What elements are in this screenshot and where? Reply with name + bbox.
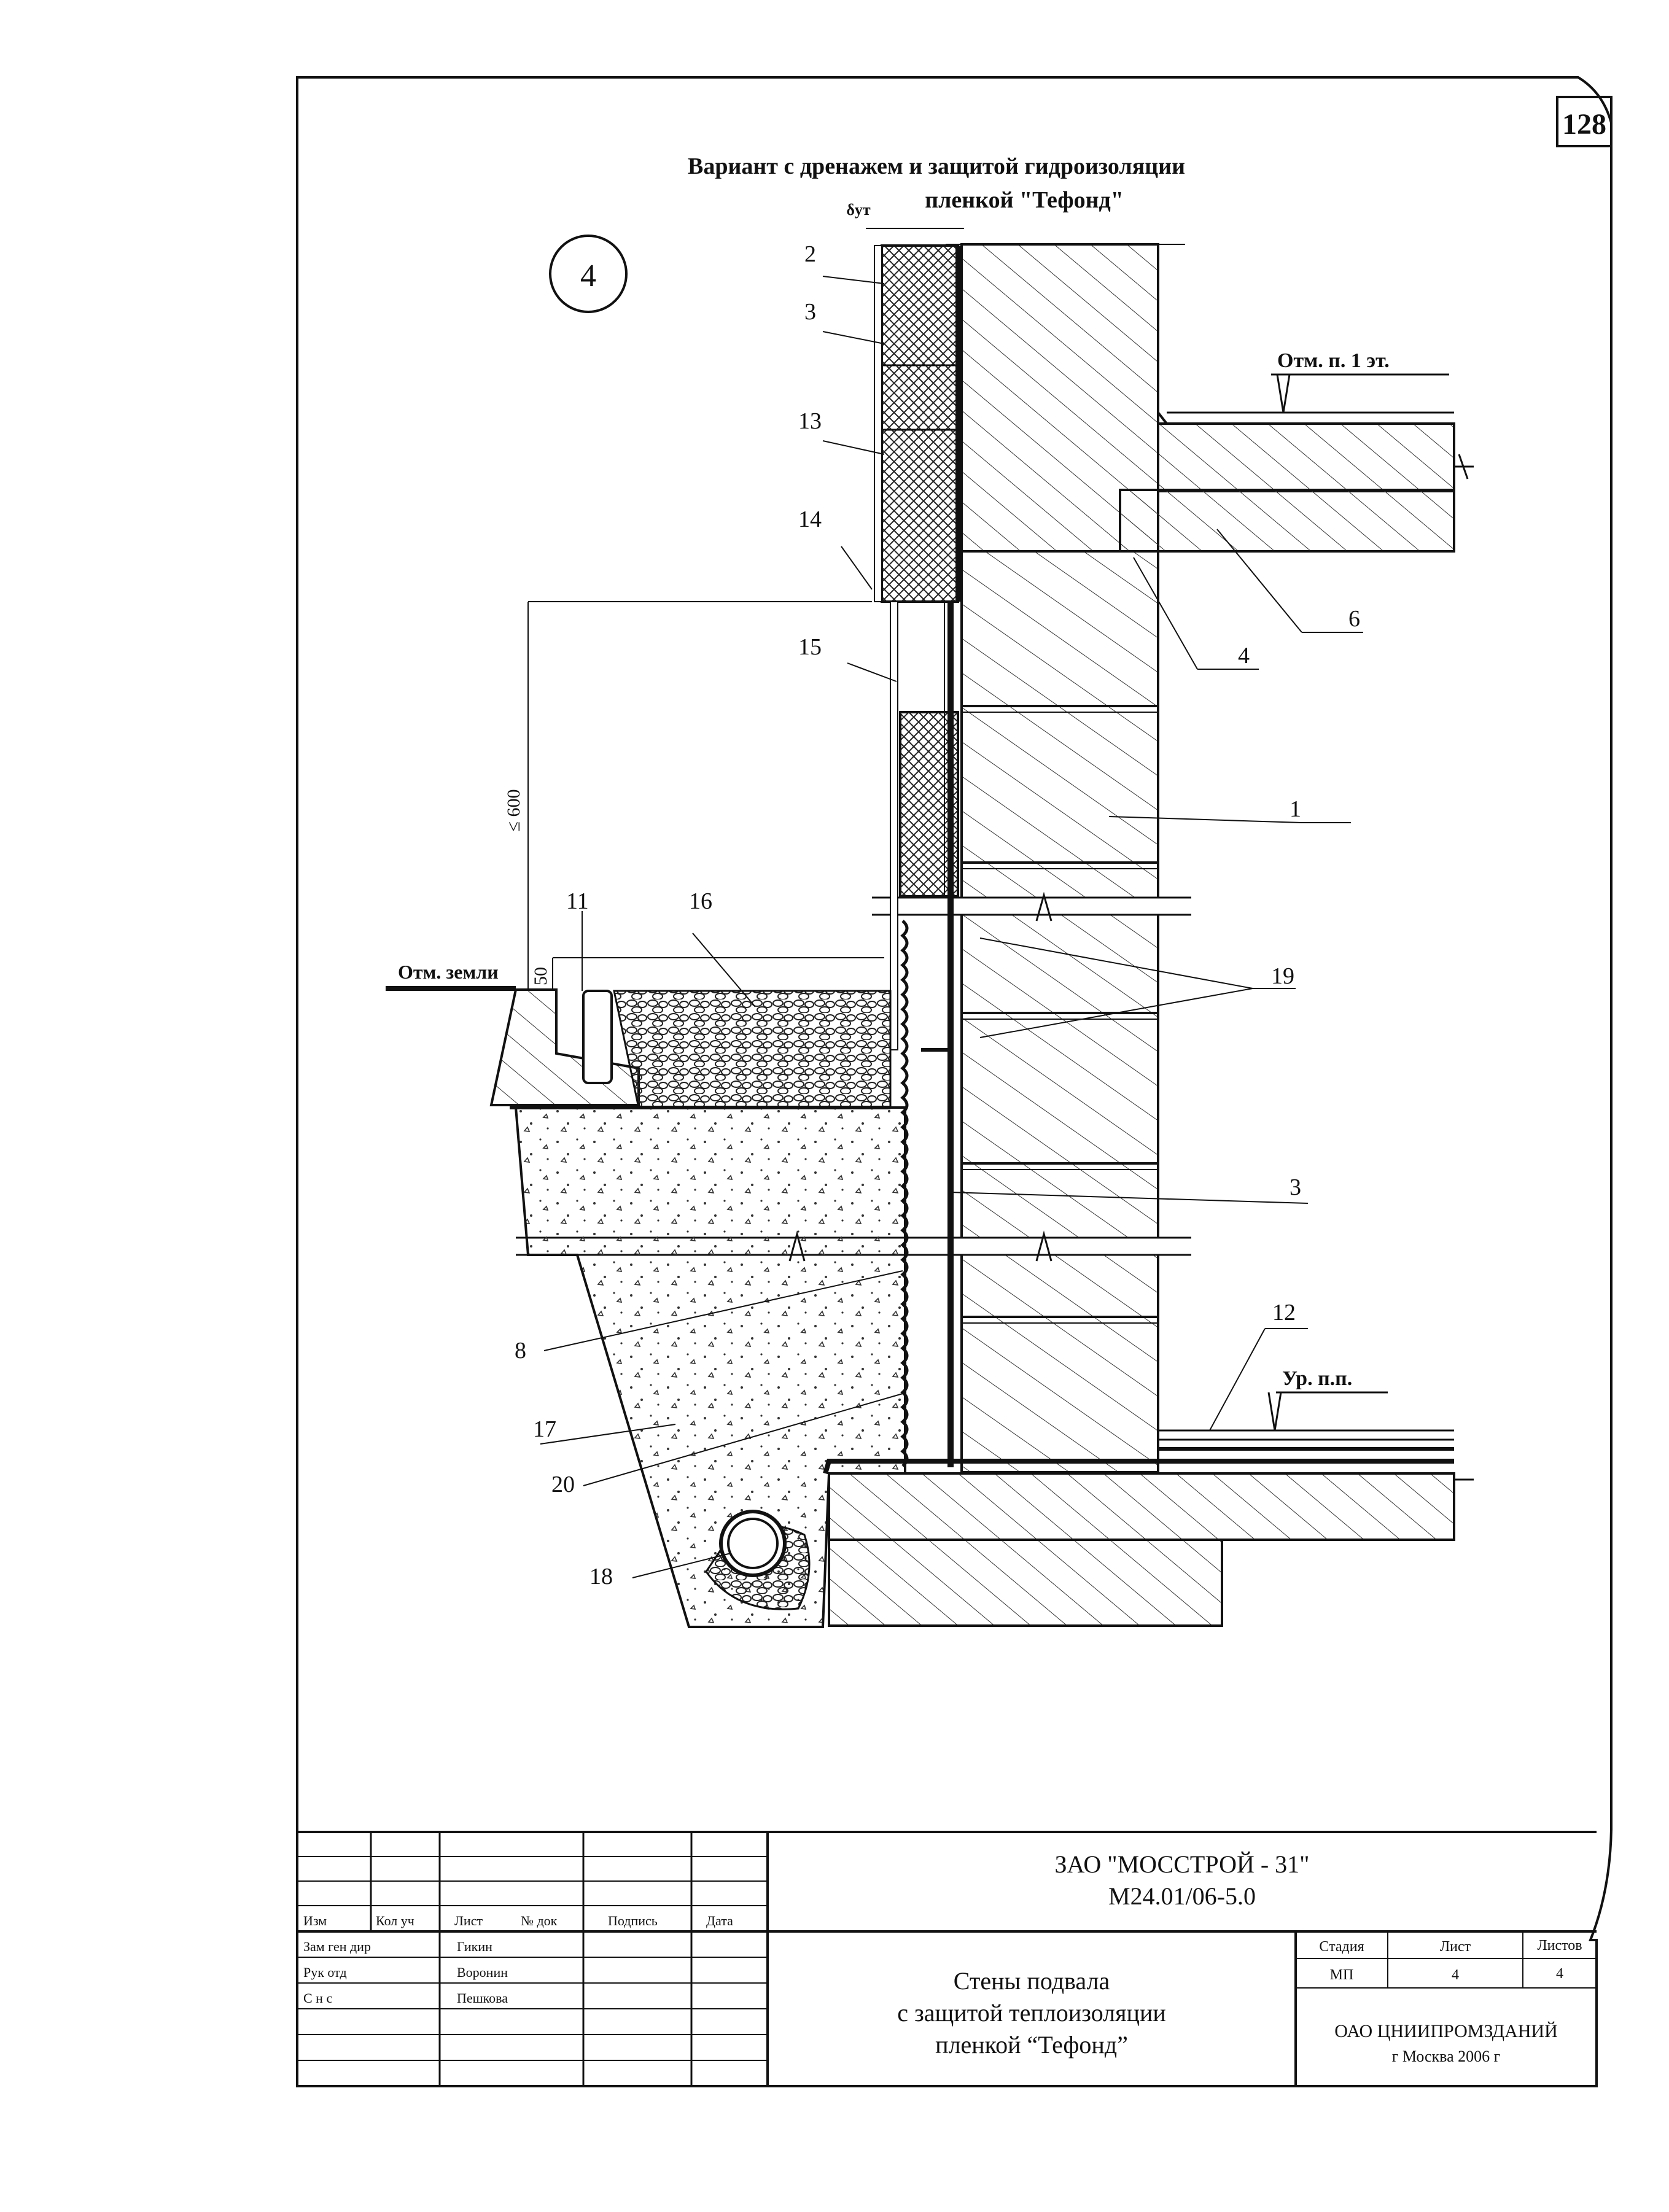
title-block [297,1831,1597,2086]
foundation [823,1429,1474,1627]
callout-leaders [540,276,1363,1578]
header-date: Дата [706,1913,733,1928]
heading-line2: пленкой "Тефонд" [925,187,1124,213]
insulation-upper [874,244,960,603]
insulation-thickness-label: δут [846,201,870,219]
callout-17: 17 [533,1416,556,1442]
block-wall [960,550,1159,1473]
header-izm: Изм [303,1913,327,1928]
elevation-basement-label: Ур. п.п. [1282,1367,1352,1390]
drawing-title-line3: пленкой “Тефонд” [935,2031,1128,2059]
sheets-label: Листов [1537,1938,1582,1954]
callout-16: 16 [689,888,712,914]
role-1: Зам ген дир [303,1939,371,1954]
sheet-frame [296,76,1613,2087]
callout-12: 12 [1272,1300,1296,1325]
city-year: г Москва 2006 г [1392,2047,1501,2065]
page-number: 128 [1562,108,1606,141]
detail-number: 4 [580,258,596,293]
company-name: ЗАО "МОССТРОЙ - 31" [1054,1850,1309,1878]
name-1: Гикин [457,1939,492,1954]
height-dimension [527,601,884,991]
callout-1: 1 [1290,796,1301,822]
callout-11: 11 [566,888,589,914]
stage-label: Стадия [1319,1939,1364,1955]
name-3: Пешкова [457,1990,508,2006]
callout-2: 2 [804,241,816,267]
callout-14: 14 [798,506,822,532]
gap-dimension-label: 50 [531,967,551,985]
role-2: Рук отд [303,1965,347,1980]
elevation-ground-label: Отм. земли [398,961,499,983]
callout-19: 19 [1271,963,1294,989]
elevation-floor1-label: Отм. п. 1 эт. [1277,349,1390,372]
callout-3-top: 3 [804,299,816,325]
detail-number-circle [549,235,628,313]
callout-20: 20 [551,1472,575,1497]
header-signature: Подпись [608,1913,658,1928]
blind-area [386,986,892,1109]
sheet-value: 4 [1452,1967,1459,1983]
elevation-floor1-marker [1276,374,1291,413]
document-code: М24.01/06-5.0 [1108,1882,1256,1910]
backfill [514,1106,906,1628]
sheets-value: 4 [1556,1966,1563,1982]
callout-13: 13 [798,408,822,434]
floor-slab [1119,244,1474,553]
header-kol-uch: Кол уч [376,1913,414,1928]
organization-name: ОАО ЦНИИПРОМЗДАНИЙ [1334,2021,1558,2041]
callout-18: 18 [589,1564,613,1589]
header-doc-no: № док [521,1913,558,1928]
drawing-title-line1: Стены подвала [954,1967,1110,1995]
elevation-basement-marker [1267,1392,1282,1431]
stage-value: МП [1330,1967,1354,1983]
callout-6: 6 [1348,606,1360,632]
header-list: Лист [454,1913,483,1928]
callout-8: 8 [515,1338,526,1364]
height-dimension-label: ≤ 600 [504,790,524,832]
callout-15: 15 [798,634,822,660]
role-3: С н с [303,1990,332,2006]
drain-pipe [705,1510,811,1610]
callout-4: 4 [1238,643,1250,669]
name-2: Воронин [457,1965,508,1980]
heading-line1: Вариант с дренажем и защитой гидроизоляц… [688,153,1185,179]
drawing-title-line2: с защитой теплоизоляции [897,1999,1166,2027]
sheet-label: Лист [1440,1939,1471,1955]
callout-3-mid: 3 [1290,1174,1301,1200]
